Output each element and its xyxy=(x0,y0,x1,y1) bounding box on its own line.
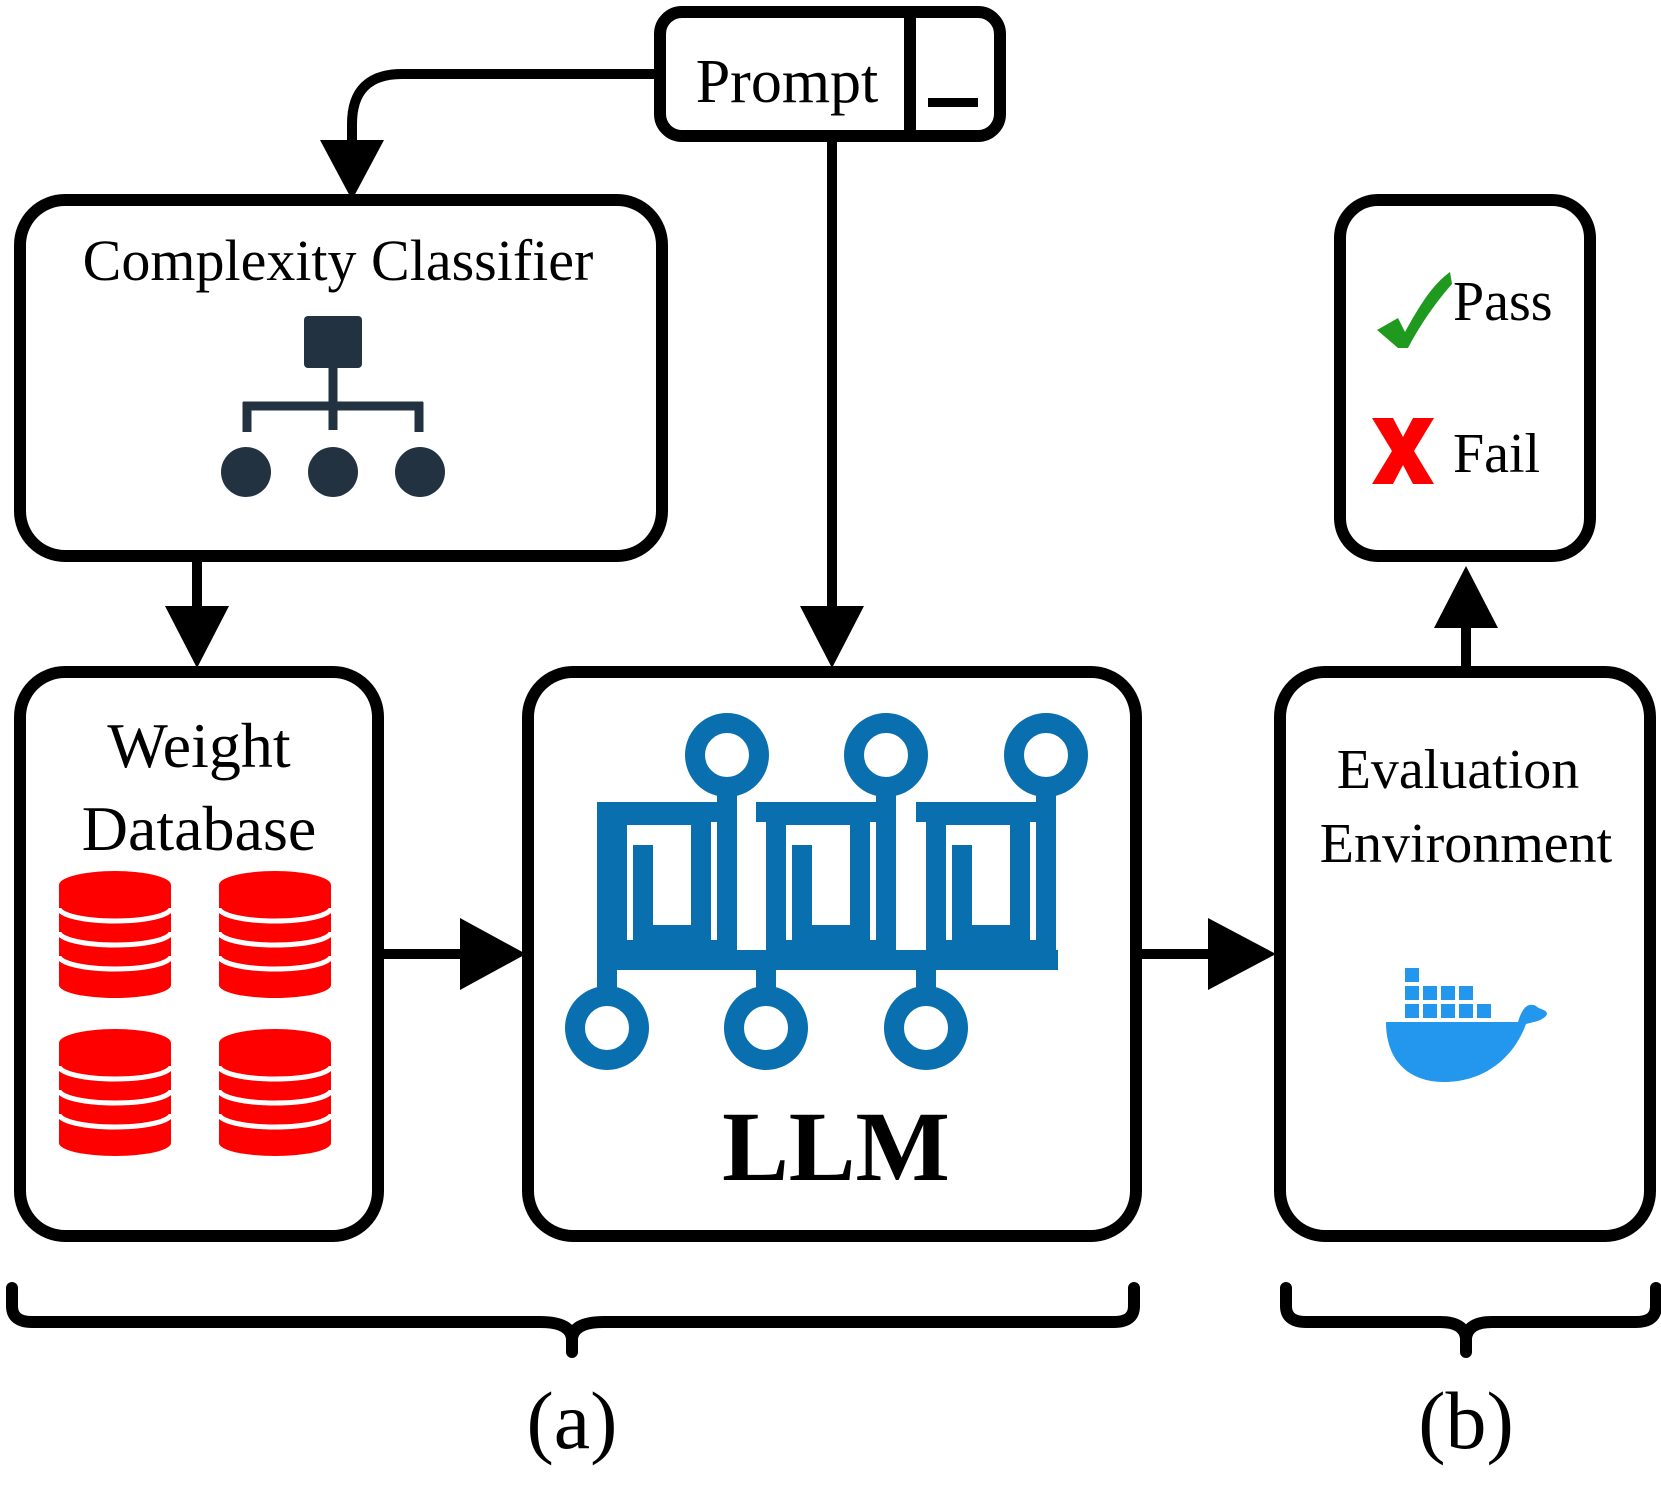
llm-box: LLM xyxy=(522,666,1142,1242)
circuit-icon xyxy=(565,713,1088,1070)
evaluation-environment-box: Evaluation Environment xyxy=(1274,666,1656,1242)
fail-label: Fail xyxy=(1453,423,1540,485)
arrowhead-db xyxy=(165,606,229,668)
llm-label: LLM xyxy=(722,1091,950,1202)
eval-title-line2: Environment xyxy=(1320,813,1613,875)
group-brace-a: (a) xyxy=(6,1282,1140,1466)
text-cursor-icon xyxy=(928,98,978,107)
checkmark-icon xyxy=(1377,272,1452,348)
weight-db-title-line2: Database xyxy=(82,793,317,864)
arrowhead-classifier xyxy=(320,140,384,200)
group-brace-b: (b) xyxy=(1280,1282,1661,1466)
database-icon xyxy=(59,1029,171,1156)
weight-database-box: Weight Database xyxy=(14,666,384,1242)
group-label-b: (b) xyxy=(1418,1375,1514,1466)
arrowhead-llm-left xyxy=(460,918,526,990)
arrowhead-llm-top xyxy=(800,606,864,668)
database-icon xyxy=(219,871,331,998)
group-label-a: (a) xyxy=(526,1375,617,1466)
cross-icon xyxy=(1372,418,1434,484)
database-icon xyxy=(219,1029,331,1156)
weight-db-title-line1: Weight xyxy=(107,710,290,781)
arrow-prompt-to-classifier xyxy=(347,69,660,155)
docker-whale-icon xyxy=(1386,968,1547,1082)
eval-title-line1: Evaluation xyxy=(1337,739,1580,801)
connectors xyxy=(165,69,1498,990)
complexity-classifier-box: Complexity Classifier xyxy=(14,194,668,562)
arrowhead-eval xyxy=(1208,918,1276,990)
database-icon xyxy=(59,871,171,998)
result-box: Pass Fail xyxy=(1334,194,1596,562)
classifier-title: Complexity Classifier xyxy=(83,228,594,293)
pass-label: Pass xyxy=(1453,271,1553,333)
hierarchy-icon xyxy=(221,316,445,497)
prompt-label: Prompt xyxy=(696,48,879,116)
prompt-box: Prompt xyxy=(654,6,1006,142)
arrowhead-result xyxy=(1434,566,1498,628)
